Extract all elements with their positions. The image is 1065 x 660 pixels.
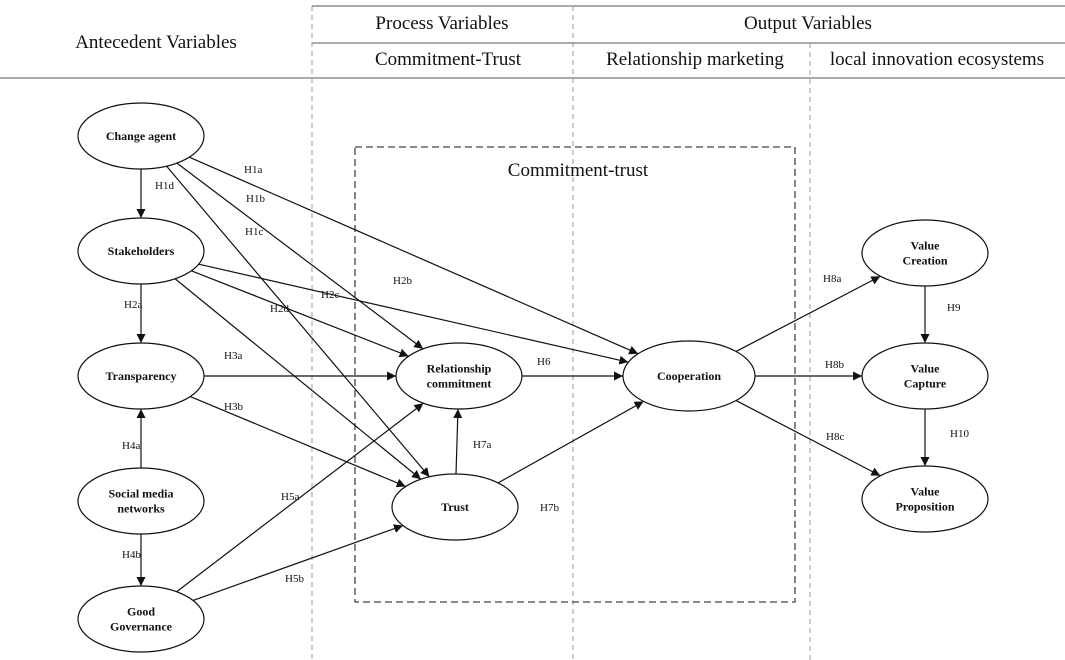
path-h2b [198,263,629,365]
node-label: Change agent [106,129,176,143]
node-ellipse [77,217,205,285]
hypothesis-label-h1a: H1a [244,164,262,176]
node-label: Capture [904,377,947,391]
node-label: commitment [427,377,492,391]
node-label: Cooperation [657,369,721,383]
node-cooperation: Cooperation [622,340,756,412]
relationship-marketing-header: Relationship marketing [606,49,784,70]
commitment-trust-box-title: Commitment-trust [508,160,649,181]
hypothesis-label-h4a: H4a [122,440,140,452]
column-separators [311,6,811,660]
node-label: networks [117,502,165,516]
node-ellipse [77,467,205,535]
node-ellipse [395,342,523,410]
hypothesis-label-h6: H6 [537,356,551,368]
hypothesis-label-h2b: H2b [393,275,412,287]
node-label: Proposition [895,500,954,514]
path-h8a [735,275,881,352]
local-innovation-ecosystems-header: local innovation ecosystems [830,49,1044,70]
hypothesis-label-h2c: H2c [321,289,339,301]
hypothesis-label-h8a: H8a [823,273,841,285]
hypothesis-labels: H1dH1aH1bH1cH2aH2bH2cH2dH3aH3bH4aH4bH5aH… [122,164,969,585]
node-stakeholders: Stakeholders [77,217,205,285]
node-ellipse [77,342,205,410]
hypothesis-label-h9: H9 [947,302,961,314]
header-table: Antecedent Variables Process Variables O… [0,5,1065,79]
node-ellipse [861,342,989,410]
node-label: Governance [110,620,173,634]
node-ellipse [77,585,205,653]
node-ellipse [391,473,519,541]
node-label: Value [911,362,941,376]
path-h7a [453,408,463,475]
path-h8c [735,400,881,477]
node-label: Relationship [427,362,492,376]
commitment-trust-header: Commitment-Trust [375,49,522,70]
node-ellipse [77,102,205,170]
node-ellipse [861,465,989,533]
hypothesis-label-h4b: H4b [122,549,141,561]
path-h5a [176,402,424,593]
node-change-agent: Change agent [77,102,205,170]
hypothesis-label-h5a: H5a [281,491,299,503]
hypothesis-label-h7a: H7a [473,439,491,451]
hypothesis-label-h1d: H1d [155,180,174,192]
path-h5b [192,524,404,601]
hypothesis-label-h2d: H2d [270,303,289,315]
node-label: Value [911,485,941,499]
node-ellipse [861,219,989,287]
hypothesis-label-h1b: H1b [246,193,265,205]
node-label: Creation [902,254,947,268]
path-h3b [190,396,406,488]
hypothesis-label-h5b: H5b [285,573,304,585]
hypothesis-label-h10: H10 [950,428,969,440]
path-h1b [176,162,424,350]
path-h1a [189,156,639,355]
antecedent-variables-header: Antecedent Variables [75,32,237,53]
node-label: Stakeholders [108,244,175,258]
construct-nodes: Change agentStakeholdersTransparencySoci… [77,102,989,653]
hypothesis-label-h3b: H3b [224,401,243,413]
hypothesis-paths [136,156,930,601]
commitment-trust-box [354,146,796,603]
node-label: Value [911,239,941,253]
hypothesis-label-h8b: H8b [825,359,844,371]
process-variables-header: Process Variables [375,13,508,34]
node-ellipse [622,340,756,412]
node-label: Good [127,605,155,619]
node-label: Trust [441,500,469,514]
node-label: Transparency [106,369,177,383]
hypothesis-label-h2a: H2a [124,299,142,311]
path-h7b [497,400,644,484]
output-variables-header: Output Variables [744,13,872,34]
path-h2c [191,270,409,358]
path-h1c [166,165,430,478]
node-transparency: Transparency [77,342,205,410]
hypothesis-label-h1c: H1c [245,226,263,238]
node-label: Social media [109,487,174,501]
node-trust: Trust [391,473,519,541]
hypothesis-label-h8c: H8c [826,431,844,443]
hypothesis-label-h3a: H3a [224,350,242,362]
hypothesis-label-h7b: H7b [540,502,559,514]
path-h2d [174,278,422,480]
